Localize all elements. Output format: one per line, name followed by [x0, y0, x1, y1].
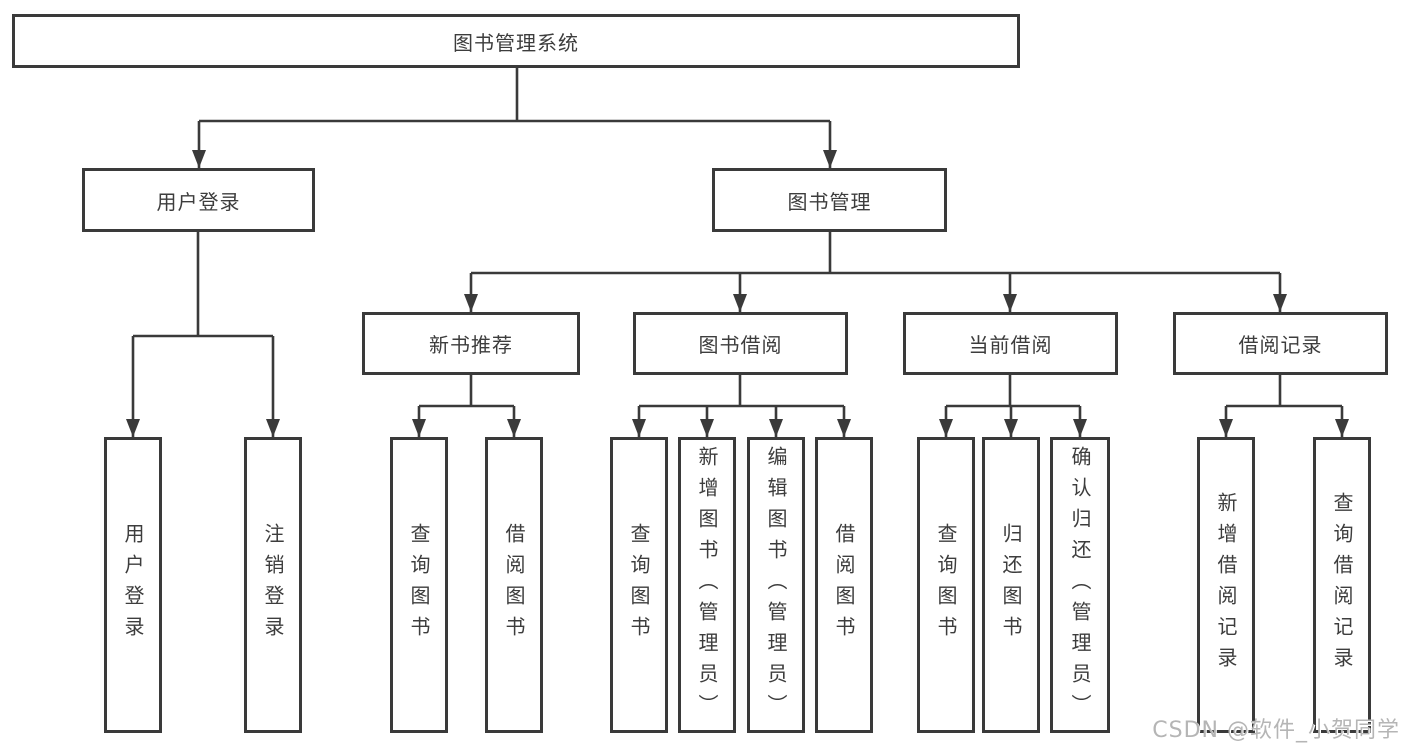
node-label: 新书推荐 [429, 333, 513, 357]
node-label: 编辑图书（管理员） [764, 445, 788, 725]
node-label: 注销登录 [261, 523, 285, 647]
leaf-logout: 注销登录 [244, 437, 302, 733]
node-new-book-recommend: 新书推荐 [362, 312, 580, 375]
leaf-add-borrow-record: 新增借阅记录 [1197, 437, 1255, 733]
node-library-management-system: 图书管理系统 [12, 14, 1020, 68]
leaf-edit-book-admin: 编辑图书（管理员） [747, 437, 805, 733]
csdn-watermark: CSDN @软件_小贺同学 [1152, 718, 1400, 743]
node-label: 当前借阅 [968, 333, 1053, 357]
node-label: 图书借阅 [698, 333, 783, 357]
leaf-confirm-return-admin: 确认归还（管理员） [1050, 437, 1110, 733]
leaf-borrow-book-recommend: 借阅图书 [485, 437, 543, 733]
leaf-query-book-recommend: 查询图书 [390, 437, 448, 733]
node-label: 查询借阅记录 [1330, 492, 1354, 678]
node-label: 查询图书 [934, 523, 958, 647]
leaf-query-borrow-record: 查询借阅记录 [1313, 437, 1371, 733]
node-label: 借阅图书 [502, 523, 526, 647]
node-user-login: 用户登录 [82, 168, 315, 232]
leaf-query-book-borrow: 查询图书 [610, 437, 668, 733]
node-label: 查询图书 [627, 523, 651, 647]
node-label: 借阅图书 [832, 523, 856, 647]
node-label: 借阅记录 [1238, 333, 1323, 357]
node-label: 用户登录 [156, 189, 241, 214]
leaf-add-book-admin: 新增图书（管理员） [678, 437, 736, 733]
node-borrow-records: 借阅记录 [1173, 312, 1388, 375]
leaf-return-book: 归还图书 [982, 437, 1040, 733]
node-label: 用户登录 [121, 523, 145, 647]
node-current-borrow: 当前借阅 [903, 312, 1118, 375]
node-label: 新增借阅记录 [1214, 492, 1238, 678]
node-label: 归还图书 [999, 523, 1023, 647]
leaf-borrow-book: 借阅图书 [815, 437, 873, 733]
leaf-user-login: 用户登录 [104, 437, 162, 733]
leaf-query-book-current: 查询图书 [917, 437, 975, 733]
node-label: 查询图书 [407, 523, 431, 647]
node-label: 确认归还（管理员） [1068, 445, 1092, 725]
node-label: 图书管理系统 [453, 30, 579, 55]
node-label: 新增图书（管理员） [695, 445, 719, 725]
node-book-borrow: 图书借阅 [633, 312, 848, 375]
node-book-management: 图书管理 [712, 168, 947, 232]
node-label: 图书管理 [787, 189, 872, 214]
